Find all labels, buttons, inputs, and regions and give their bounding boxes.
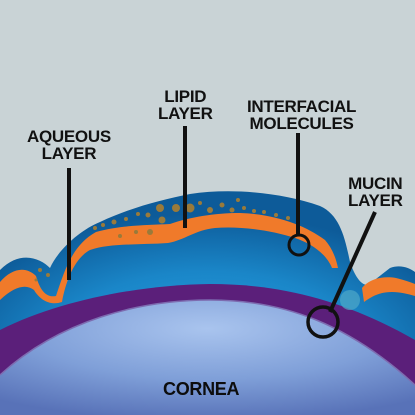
mucin-label-line1: MUCIN	[348, 174, 403, 193]
interfacial-marker	[287, 233, 311, 257]
mucin-glow	[340, 290, 360, 310]
pointer-lines	[67, 126, 377, 313]
interfacial-molecules-label: INTERFACIAL MOLECULES	[247, 98, 356, 132]
aqueous-label-line2: LAYER	[41, 144, 97, 163]
lipid-layer	[0, 213, 338, 304]
interfacial-label-line2: MOLECULES	[249, 114, 354, 133]
cornea-label: CORNEA	[163, 379, 240, 399]
lipid-particles	[34, 198, 290, 282]
aqueous-layer-label: AQUEOUS LAYER	[27, 128, 111, 162]
mucin-pointer	[328, 211, 377, 313]
mucin-marker	[306, 305, 340, 339]
cornea-edge	[0, 299, 415, 386]
mucin-label-line2: LAYER	[348, 191, 403, 210]
lipid-label-line1: LIPID	[164, 87, 207, 106]
lipid-layer-right	[362, 277, 415, 302]
aqueous-label-line1: AQUEOUS	[27, 127, 111, 146]
mucin-layer-label: MUCIN LAYER	[348, 175, 403, 209]
interfacial-label-line1: INTERFACIAL	[247, 97, 357, 116]
lipid-label-line2: LAYER	[158, 104, 213, 123]
lipid-layer-label: LIPID LAYER	[158, 88, 213, 122]
